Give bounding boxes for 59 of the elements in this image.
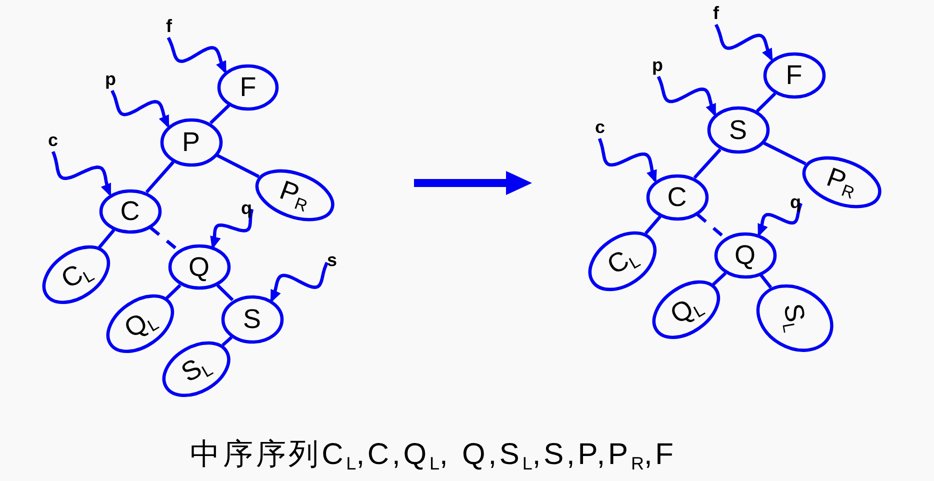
- node-label: F: [240, 74, 256, 100]
- tree-node: [802, 156, 882, 208]
- connector-line: [145, 160, 175, 194]
- pointer-label: f: [713, 3, 719, 25]
- connector-line: [209, 104, 230, 124]
- tree-node: [588, 230, 656, 292]
- node-label: S: [728, 116, 747, 144]
- node-label: S: [242, 306, 261, 332]
- tree-node: [220, 294, 284, 344]
- connector-line: [98, 229, 116, 248]
- connector-line: [150, 226, 180, 252]
- tree-node: [652, 280, 720, 340]
- connector-line: [760, 274, 772, 289]
- pointer-label: q: [241, 198, 252, 220]
- pointer-label: c: [595, 117, 606, 139]
- pointer-label: c: [48, 130, 58, 152]
- connector-line: [216, 284, 234, 302]
- wavy-arrow: [166, 36, 227, 74]
- pointer-label: s: [327, 250, 338, 272]
- wavy-arrow: [598, 138, 657, 184]
- pointer-label: p: [652, 55, 663, 77]
- connector-line: [763, 142, 806, 166]
- connector-line: [693, 148, 722, 179]
- connector-line: [712, 272, 727, 286]
- tree-node: [42, 245, 110, 305]
- node-label: Q: [734, 242, 756, 268]
- tree-node: [255, 168, 335, 222]
- tree-node: [217, 64, 279, 110]
- wavy-arrow: [758, 202, 803, 238]
- connector-line: [216, 154, 260, 178]
- tree-node: [756, 284, 834, 352]
- wavy-arrow: [110, 90, 170, 128]
- tree-node: [762, 52, 826, 98]
- node-label: Q: [188, 254, 210, 280]
- wavy-arrow: [270, 262, 329, 303]
- tree-node: [706, 106, 770, 154]
- pointer-label: p: [105, 69, 116, 91]
- pointer-label: f: [166, 16, 172, 38]
- node-label: F: [786, 62, 802, 88]
- tree-node: [98, 188, 162, 234]
- tree-node: [162, 340, 230, 398]
- tree-node: [646, 174, 708, 220]
- wavy-arrow: [210, 208, 254, 250]
- wavy-arrow: [714, 24, 773, 62]
- tree-node: [168, 244, 230, 290]
- tree-node: [106, 294, 174, 354]
- connector-line: [756, 92, 776, 112]
- wavy-arrow: [51, 150, 112, 197]
- pointer-label: q: [790, 192, 801, 214]
- node-label: C: [120, 198, 140, 224]
- tree-node: [160, 118, 222, 166]
- node-label: C: [667, 184, 687, 210]
- wavy-arrow: [656, 76, 716, 117]
- caption: 中序序列C$_{L}$,C,Q$_{L}$, Q,S$_{L}$,S,P,P$_{R}$,F: [190, 437, 676, 473]
- node-label: P: [182, 128, 200, 156]
- connector-line: [166, 284, 182, 300]
- connector-line: [644, 216, 662, 234]
- connector-line: [222, 336, 233, 346]
- tree-node: [714, 232, 776, 278]
